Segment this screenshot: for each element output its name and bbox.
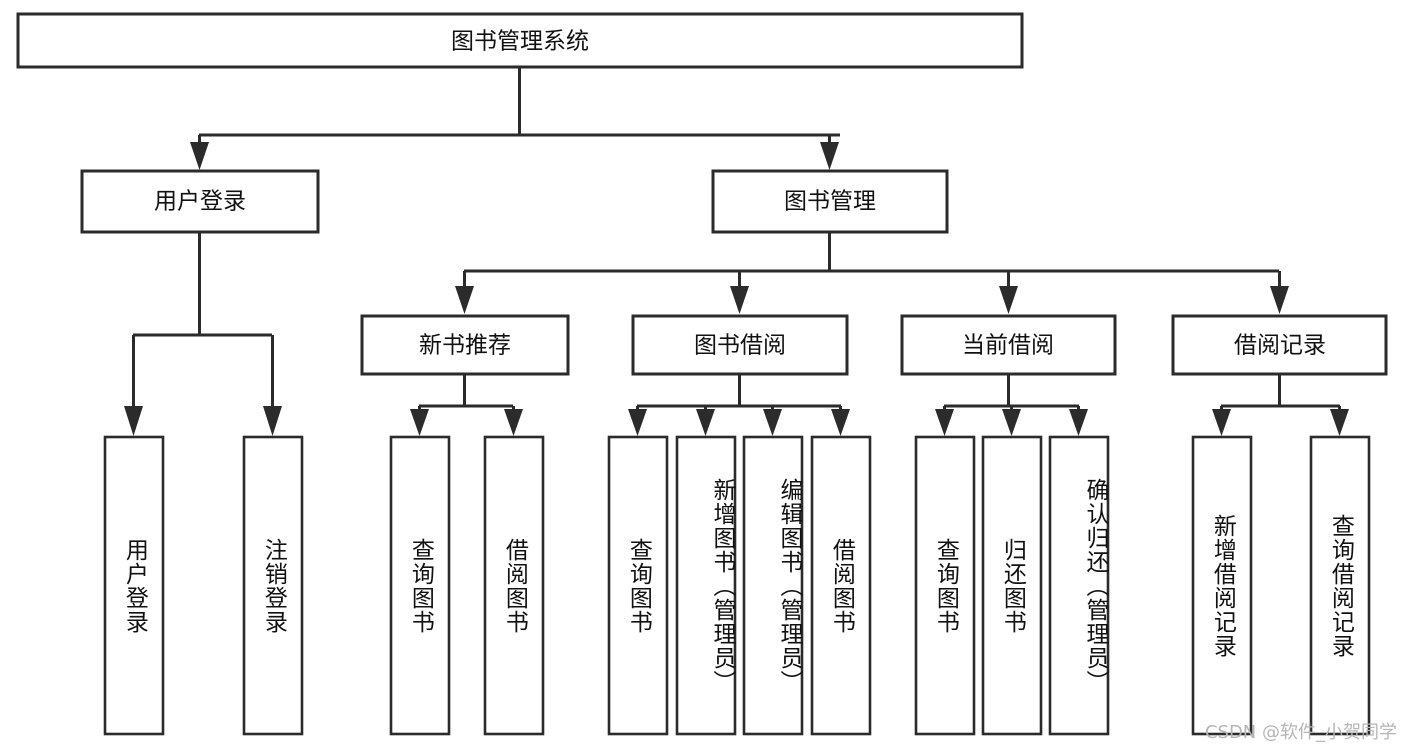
connector-group-book-management — [455, 232, 1289, 314]
node-new-book-recommend-box[interactable] — [360, 314, 570, 376]
node-current-borrow-box[interactable] — [900, 314, 1117, 376]
arrow-to-book-management — [820, 142, 839, 170]
node-current-borrow[interactable]: 当前借阅 — [900, 314, 1117, 376]
leaf-box-edit-book[interactable] — [742, 435, 804, 736]
arrow-to-leaf-query-book-3 — [935, 409, 954, 436]
node-user-login-box[interactable] — [80, 169, 320, 234]
arrow-to-leaf-query-borrow-record — [1330, 409, 1349, 436]
node-book-management-label: 图书管理 — [784, 189, 876, 215]
node-book-management-box[interactable] — [711, 169, 949, 234]
arrow-to-borrow-record — [1270, 286, 1289, 314]
node-book-management[interactable]: 图书管理 — [711, 169, 949, 234]
node-borrow-record-box[interactable] — [1171, 314, 1388, 376]
leaf-box-confirm-return[interactable] — [1048, 435, 1110, 736]
leaf-box-borrow-book-2[interactable] — [810, 435, 872, 736]
leaf-box-add-book[interactable] — [675, 435, 737, 736]
leaf-box-logout-login[interactable] — [242, 435, 304, 736]
arrow-to-leaf-query-book-1 — [410, 409, 429, 436]
arrow-to-leaf-edit-book — [763, 409, 782, 436]
node-root[interactable]: 图书管理系统 — [16, 12, 1024, 69]
node-book-borrow[interactable]: 图书借阅 — [631, 314, 849, 376]
connector-group-root — [190, 67, 840, 170]
leaf-box-query-book-3[interactable] — [914, 435, 976, 736]
arrow-to-leaf-add-borrow-record — [1212, 409, 1231, 436]
connector-group-book-borrow — [628, 374, 850, 436]
connector-group-user-login — [124, 232, 282, 436]
leaf-boxes — [103, 435, 1371, 736]
arrow-to-leaf-query-book-2 — [628, 409, 647, 436]
arrow-to-new-book-recommend — [455, 286, 474, 314]
leaf-box-borrow-book-1[interactable] — [483, 435, 545, 736]
node-borrow-record-label: 借阅记录 — [1234, 333, 1326, 359]
watermark-text: CSDN @软件_小贺同学 — [1204, 722, 1397, 743]
arrow-to-leaf-return-book — [1002, 409, 1021, 436]
arrow-to-leaf-user-login — [124, 406, 143, 436]
arrow-to-leaf-borrow-book-2 — [831, 409, 850, 436]
leaf-box-user-login[interactable] — [103, 435, 165, 736]
leaf-box-query-borrow-record[interactable] — [1309, 435, 1371, 736]
connector-group-current-borrow — [935, 374, 1088, 436]
node-new-book-recommend[interactable]: 新书推荐 — [360, 314, 570, 376]
arrow-to-leaf-borrow-book-1 — [504, 409, 523, 436]
leaf-box-add-borrow-record[interactable] — [1191, 435, 1253, 736]
node-book-borrow-box[interactable] — [631, 314, 849, 376]
arrow-to-book-borrow — [730, 286, 749, 314]
node-current-borrow-label: 当前借阅 — [962, 333, 1054, 359]
node-user-login[interactable]: 用户登录 — [80, 169, 320, 234]
node-new-book-recommend-label: 新书推荐 — [419, 333, 511, 359]
arrow-to-leaf-add-book — [696, 409, 715, 436]
arrow-to-current-borrow — [999, 286, 1018, 314]
connector-group-borrow-record — [1212, 374, 1349, 436]
node-book-borrow-label: 图书借阅 — [694, 333, 786, 359]
node-root-label: 图书管理系统 — [451, 29, 589, 55]
leaf-box-return-book[interactable] — [981, 435, 1043, 736]
arrow-to-leaf-confirm-return — [1069, 409, 1088, 436]
arrow-to-leaf-logout-login — [263, 406, 282, 436]
arrow-to-user-login — [190, 142, 209, 170]
node-borrow-record[interactable]: 借阅记录 — [1171, 314, 1388, 376]
node-root-box[interactable] — [16, 12, 1024, 69]
node-user-login-label: 用户登录 — [154, 189, 246, 215]
connector-group-new-book-recommend — [410, 374, 523, 436]
leaf-box-query-book-2[interactable] — [607, 435, 669, 736]
leaf-box-query-book-1[interactable] — [389, 435, 451, 736]
